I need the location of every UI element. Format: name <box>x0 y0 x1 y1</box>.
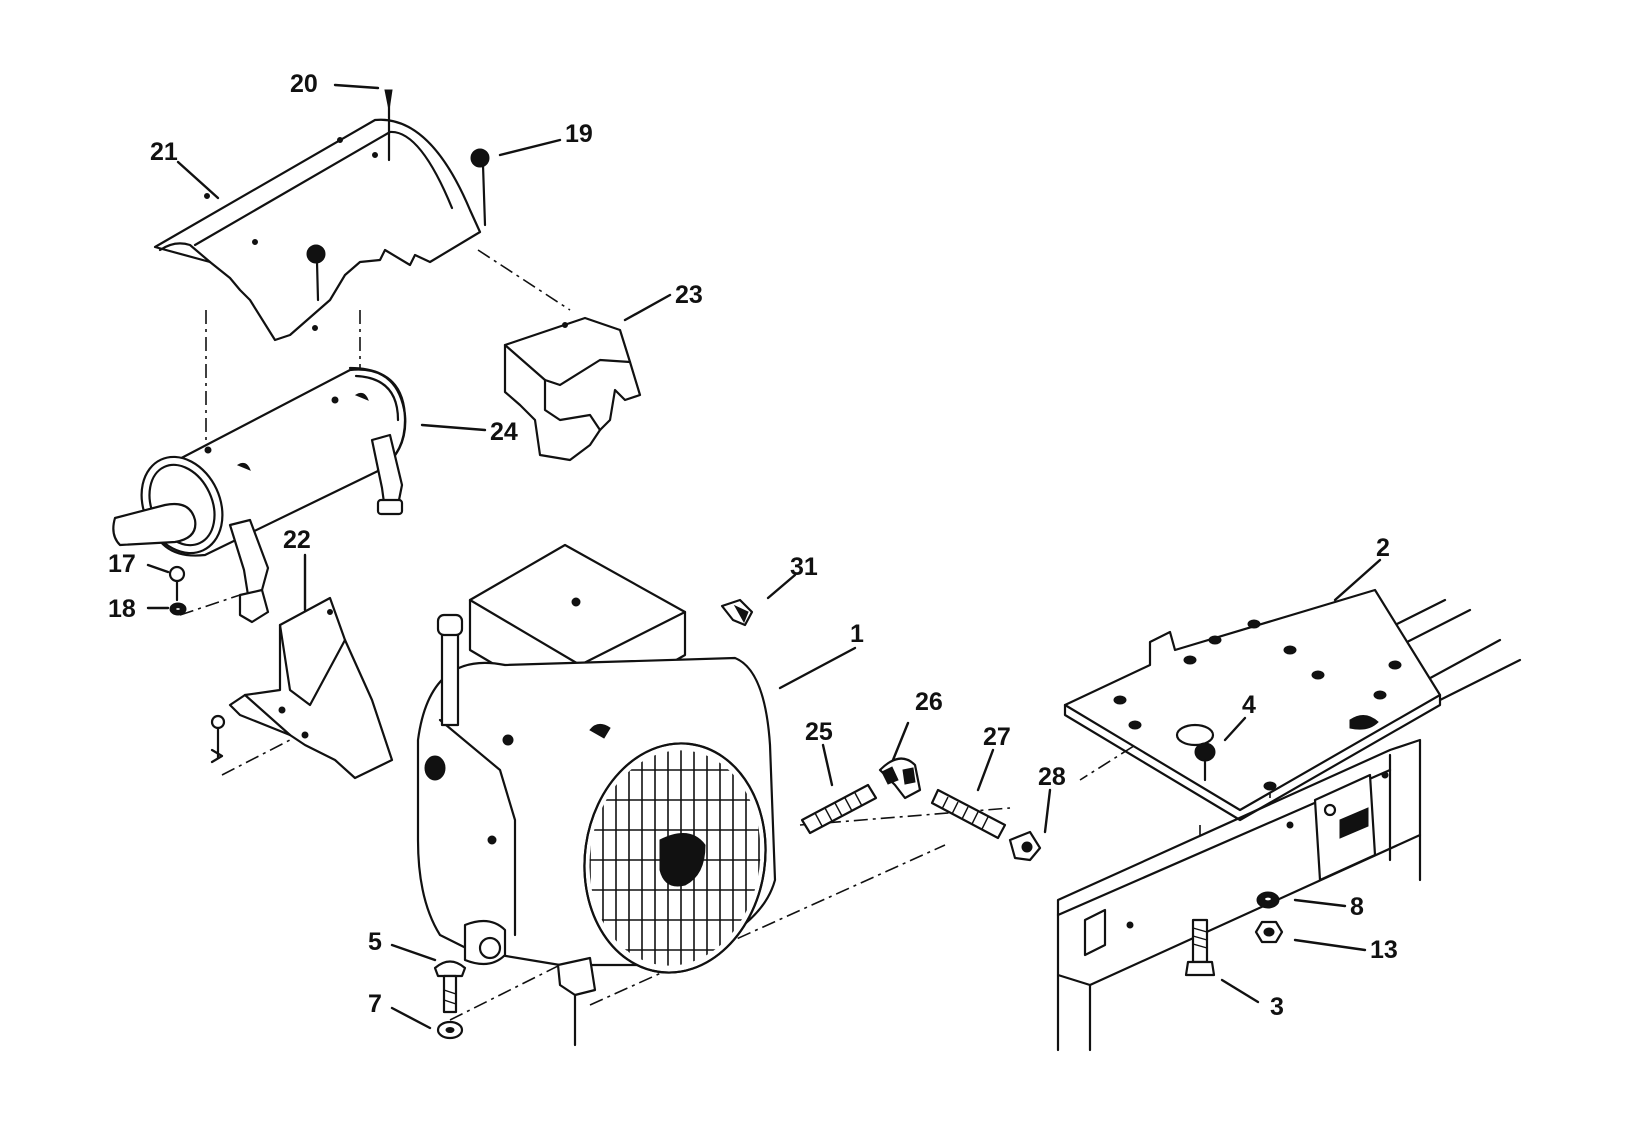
heat-shield-top <box>153 118 482 342</box>
part-28-cap <box>1008 830 1042 862</box>
callout-27: 27 <box>983 723 1011 751</box>
callout-22: 22 <box>283 526 311 554</box>
exhaust-bracket <box>210 596 394 780</box>
part-5-bolt <box>433 960 467 1014</box>
callout-18: 18 <box>108 595 136 623</box>
mounting-plate <box>1063 588 1442 822</box>
callout-3: 3 <box>1270 993 1284 1021</box>
part-26-elbow <box>878 757 922 800</box>
part-20-pin <box>384 89 393 162</box>
callout-24: 24 <box>490 418 518 446</box>
part-7-washer <box>436 1020 464 1040</box>
frame-rails <box>1056 598 1522 1052</box>
callout-1: 1 <box>850 620 864 648</box>
part-17-screw <box>168 565 186 602</box>
callout-25: 25 <box>805 718 833 746</box>
heat-shield-side <box>503 316 642 462</box>
part-27-nipple <box>930 788 1007 840</box>
engine <box>416 543 777 1047</box>
callout-20: 20 <box>290 70 318 98</box>
callout-4: 4 <box>1242 691 1256 719</box>
callout-31: 31 <box>790 553 818 581</box>
callout-26: 26 <box>915 688 943 716</box>
callout-19: 19 <box>565 120 593 148</box>
callout-13: 13 <box>1370 936 1398 964</box>
part-4-bolt <box>1194 742 1216 782</box>
callout-17: 17 <box>108 550 136 578</box>
callout-23: 23 <box>675 281 703 309</box>
muffler <box>112 366 407 624</box>
part-25-nipple <box>800 783 878 835</box>
callout-labels: 20 19 21 23 24 22 17 18 31 1 2 4 26 25 2… <box>108 70 1398 1021</box>
part-19-bolts <box>306 148 490 302</box>
callout-28: 28 <box>1038 763 1066 791</box>
part-18-washer <box>169 602 187 616</box>
callout-5: 5 <box>368 928 382 956</box>
callout-21: 21 <box>150 138 178 166</box>
callout-7: 7 <box>368 990 382 1018</box>
callout-2: 2 <box>1376 534 1390 562</box>
leader-lines <box>146 83 1382 1030</box>
part-8-washer <box>1256 891 1280 909</box>
part-31-clip <box>720 598 754 627</box>
callout-8: 8 <box>1350 893 1364 921</box>
part-13-nut <box>1254 920 1284 944</box>
part-3-bolt <box>1184 918 1216 977</box>
